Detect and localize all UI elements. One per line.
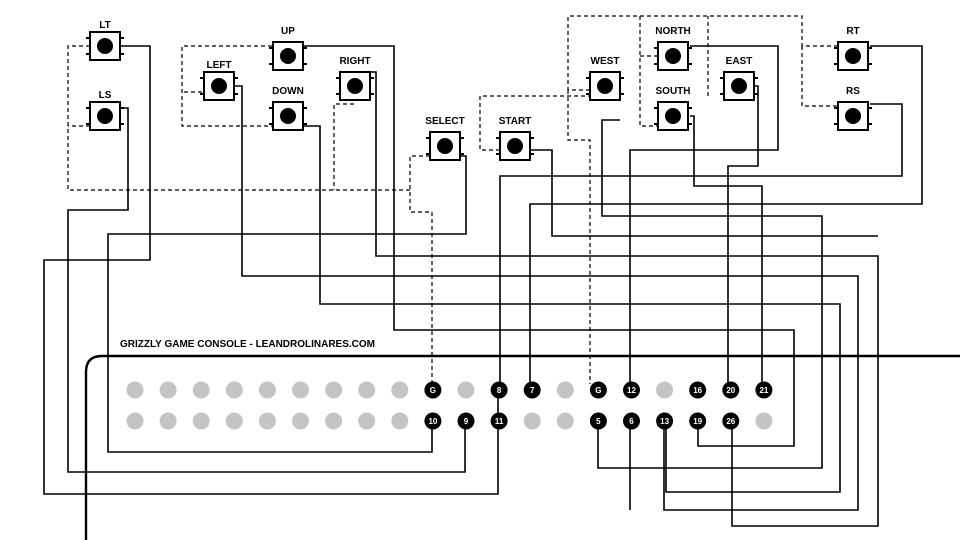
header-pin-unused bbox=[159, 412, 177, 430]
header-pin-active bbox=[457, 412, 475, 430]
button-label: LS bbox=[99, 90, 112, 101]
button-select: SELECT bbox=[425, 116, 465, 161]
button-label: LEFT bbox=[207, 60, 232, 71]
header-pin-active bbox=[689, 381, 707, 399]
header-pin-active bbox=[589, 412, 607, 430]
header-pin-label: 13 bbox=[660, 417, 669, 426]
button-up: UP bbox=[269, 26, 307, 71]
header-pin-active bbox=[722, 381, 740, 399]
header-pin-active bbox=[623, 412, 640, 430]
button-down: DOWN bbox=[269, 86, 307, 131]
header-pin-unused bbox=[192, 381, 210, 399]
gpio-header: G 8 7 G 12 16 20 21 10 9 11 5 6 13 19 26 bbox=[126, 381, 773, 430]
header-pin-active bbox=[490, 412, 508, 430]
button-ls: LS bbox=[86, 90, 124, 131]
header-pin-unused bbox=[126, 381, 144, 399]
button-label: SELECT bbox=[425, 116, 464, 127]
board-outline bbox=[84, 354, 960, 540]
button-label: RS bbox=[846, 86, 860, 97]
header-pin-unused bbox=[159, 381, 177, 399]
header-pin-label: 21 bbox=[759, 386, 768, 395]
header-pin-unused bbox=[391, 412, 409, 430]
header-pin-unused bbox=[358, 412, 376, 430]
header-pin-label: 10 bbox=[428, 417, 437, 426]
header-pin-active bbox=[689, 412, 707, 430]
header-pin-active bbox=[490, 381, 508, 399]
header-pin-active bbox=[722, 412, 740, 430]
button-rs: RS bbox=[834, 86, 872, 131]
header-pin-label: 26 bbox=[726, 417, 735, 426]
button-rt: RT bbox=[834, 26, 872, 71]
button-west: WEST bbox=[586, 56, 624, 101]
header-pin-active bbox=[523, 381, 541, 399]
button-lt: LT bbox=[86, 20, 124, 61]
header-pin-label: 9 bbox=[464, 417, 469, 426]
header-pin-unused bbox=[126, 412, 144, 430]
header-pin-label: 12 bbox=[627, 386, 636, 395]
header-pin-unused bbox=[391, 381, 409, 399]
button-left: LEFT bbox=[200, 60, 238, 101]
header-pin-unused bbox=[325, 381, 343, 399]
header-pin-unused bbox=[523, 412, 541, 430]
button-label: WEST bbox=[591, 56, 620, 67]
header-pin-label: 11 bbox=[495, 417, 504, 426]
header-pin-label: 8 bbox=[497, 386, 502, 395]
button-north: NORTH bbox=[654, 26, 692, 71]
header-pin-active bbox=[424, 381, 442, 399]
header-pin-label: 7 bbox=[530, 386, 535, 395]
button-east: EAST bbox=[720, 56, 758, 101]
header-pin-unused bbox=[556, 412, 574, 430]
signal-wires bbox=[43, 45, 923, 527]
header-pin-unused bbox=[358, 381, 376, 399]
button-label: START bbox=[499, 116, 532, 127]
header-pin-label: 5 bbox=[596, 417, 601, 426]
header-pin-unused bbox=[292, 412, 309, 430]
header-pin-label: G bbox=[595, 386, 601, 395]
header-pin-unused bbox=[225, 381, 243, 399]
header-pin-unused bbox=[258, 381, 276, 399]
button-label: LT bbox=[99, 20, 110, 31]
header-pin-active bbox=[656, 412, 674, 430]
button-label: RIGHT bbox=[339, 56, 370, 67]
header-pin-active bbox=[589, 381, 607, 399]
header-pin-unused bbox=[556, 381, 574, 399]
header-pin-unused bbox=[225, 412, 243, 430]
header-pin-label: 20 bbox=[726, 386, 735, 395]
header-pin-unused bbox=[292, 381, 309, 399]
board-title: GRIZZLY GAME CONSOLE - LEANDROLINARES.CO… bbox=[120, 339, 375, 350]
header-pin-unused bbox=[755, 412, 773, 430]
header-pin-unused bbox=[656, 381, 674, 399]
header-pin-unused bbox=[192, 412, 210, 430]
button-label: SOUTH bbox=[656, 86, 691, 97]
header-pin-active bbox=[424, 412, 442, 430]
header-pin-unused bbox=[258, 412, 276, 430]
button-label: NORTH bbox=[655, 26, 691, 37]
header-pin-unused bbox=[325, 412, 343, 430]
header-pin-active bbox=[755, 381, 773, 399]
button-right: RIGHT bbox=[336, 56, 374, 101]
button-south: SOUTH bbox=[654, 86, 692, 131]
button-label: UP bbox=[281, 26, 295, 37]
header-pin-label: 16 bbox=[693, 386, 702, 395]
header-pin-label: 6 bbox=[629, 417, 634, 426]
ground-wires bbox=[67, 15, 838, 384]
button-label: RT bbox=[846, 26, 859, 37]
header-pin-active bbox=[623, 381, 640, 399]
button-label: DOWN bbox=[272, 86, 304, 97]
button-start: START bbox=[496, 116, 534, 161]
header-pin-label: 19 bbox=[693, 417, 702, 426]
header-pin-label: G bbox=[430, 386, 436, 395]
button-label: EAST bbox=[726, 56, 753, 67]
header-pin-unused bbox=[457, 381, 475, 399]
